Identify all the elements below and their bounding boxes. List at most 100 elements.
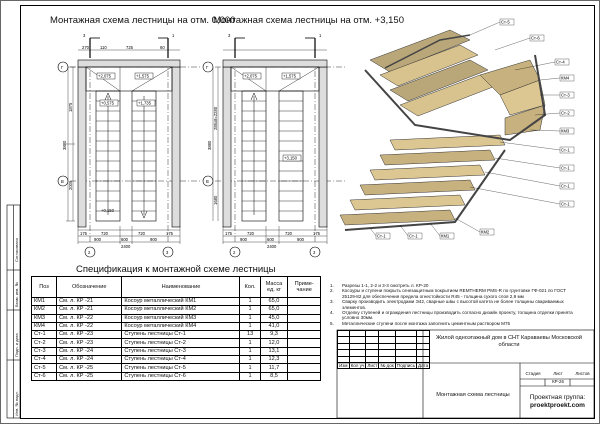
- stamp-header: Изм: [337, 361, 350, 370]
- dim-top-4: 60: [160, 45, 165, 50]
- spec-cell: Ступень лестницы Ст-1: [121, 330, 241, 340]
- note-item: 5.Металлические ступени после монтажа за…: [330, 321, 580, 326]
- dim-part-2: 600: [121, 237, 129, 242]
- section-3-mark-2: 3: [228, 33, 231, 38]
- spec-header: Кол.: [239, 276, 261, 298]
- note-text: Разрезы 1-1, 2-2 и 3-3 смотреть л. КР-20: [342, 283, 429, 288]
- dim-sub-2: 720: [101, 231, 109, 236]
- spec-cell: Ступень лестницы Ст-2: [121, 338, 241, 348]
- spec-cell: 1: [239, 338, 261, 348]
- spec-cell: 8,5: [259, 371, 289, 381]
- inner-frame: [20, 5, 595, 419]
- level-2: +1,575: [136, 74, 150, 79]
- stamp-header: № док: [378, 361, 396, 370]
- spec-cell: 13,1: [259, 346, 289, 357]
- dim-side-p2-1: 285x8=2280: [213, 106, 218, 130]
- dim-top-2: 110: [100, 45, 107, 50]
- spec-cell: 12,0: [259, 338, 289, 348]
- spec-cell: 9,3: [259, 330, 289, 340]
- dim-sub-1-2: 175: [225, 231, 233, 236]
- note-text: Сварку производить электродами Э42, свар…: [342, 299, 564, 310]
- spec-cell: Ступень лестницы Ст-3: [121, 346, 241, 357]
- note-item: 3.Сварку производить электродами Э42, св…: [330, 299, 580, 310]
- dim-sub-4: 175: [166, 231, 174, 236]
- dim-sub-3: 720: [138, 231, 146, 236]
- spec-cell: Косоур металлический КМ3: [121, 313, 241, 323]
- note-text: Металлические ступени после монтажа запо…: [342, 320, 511, 326]
- note-text: Отделку ступеней и ограждения лестницы п…: [342, 310, 573, 321]
- stamp-header: Кол уч: [348, 361, 367, 370]
- side-inv-orig: Инв. № подл.: [14, 391, 19, 416]
- dim-sub-3-2: 720: [285, 231, 293, 236]
- spec-cell: Ст-5: [30, 363, 58, 373]
- spec-cell: Косоур металлический КМ4: [121, 321, 241, 332]
- dim-side-p2-2: 1680: [213, 195, 218, 205]
- spec-cell: 65,0: [259, 296, 289, 307]
- spec-cell: Ст-4: [30, 355, 58, 365]
- iso-label: Ст-1: [561, 184, 570, 189]
- org-line-2: proektproekt.com: [530, 402, 585, 409]
- dim-side-1: 1875: [68, 102, 73, 112]
- spec-cell: КМ1: [30, 296, 58, 307]
- axis-3-label-2: 3: [313, 250, 316, 255]
- dim-part-1: 900: [94, 237, 102, 242]
- note-number: 1.: [330, 283, 334, 288]
- iso-label: Ст-2: [561, 111, 570, 116]
- spec-header: Приме-чание: [287, 276, 321, 298]
- spec-cell: См. л. КР -22: [56, 321, 123, 332]
- plan-1-labels: Г В 2 3 3 1 2400 900 600 900 175 720 720…: [61, 33, 175, 255]
- spec-header: Поз: [30, 276, 58, 298]
- dim-sub-2-2: 720: [247, 231, 255, 236]
- side-replace-inv: Взам. инв. №: [14, 282, 19, 307]
- section-1-mark-2: 1: [319, 33, 322, 38]
- spec-table: Поз Обозначение Наименование Кол. Масса …: [30, 276, 321, 381]
- stamp-header-row: Изм Кол уч Лист № док Подпись Дата: [337, 361, 431, 370]
- spec-cell: 1: [239, 371, 261, 381]
- spec-cell: 41,0: [259, 321, 289, 332]
- plan-1: [57, 37, 200, 258]
- axis-g-label: Г: [61, 65, 64, 70]
- axis-g-label-2: Г: [206, 65, 209, 70]
- spec-cell: См. л. КР -21: [56, 296, 123, 307]
- spec-cell: 12,3: [259, 355, 289, 365]
- sheets-header: Листов: [575, 371, 590, 376]
- level-p2-1: +2,075: [244, 74, 258, 79]
- iso-label: Ст-1: [561, 202, 570, 207]
- revision-stamp: Изм Кол уч Лист № док Подпись Дата: [337, 329, 431, 370]
- note-item: 1. Разрезы 1-1, 2-2 и 3-3 смотреть л. КР-…: [330, 283, 580, 288]
- spec-cell: См. л. КР -24: [56, 346, 123, 357]
- spec-cell: Ст-1: [30, 330, 58, 340]
- iso-label: КМ1: [441, 234, 450, 239]
- dim-sub-4-2: 175: [313, 231, 321, 236]
- iso-label: Ст-6: [531, 36, 540, 41]
- iso-label: КМ3: [561, 129, 570, 134]
- note-item: 4.Отделку ступеней и ограждения лестницы…: [330, 310, 580, 321]
- iso-label: Ст-1: [377, 234, 386, 239]
- spec-cell: КМ3: [30, 313, 58, 323]
- axis-2-label: 2: [88, 250, 91, 255]
- spec-cell: [287, 313, 321, 323]
- spec-cell: 1: [239, 346, 261, 357]
- dim-total: 2400: [121, 244, 131, 249]
- spec-cell: [287, 321, 321, 332]
- plan-2-title: Монтажная схема лестницы на отм. +3,150: [213, 15, 404, 26]
- side-sign-date: Подп. и дата: [14, 333, 19, 357]
- dim-top-3: 725: [126, 45, 134, 50]
- dim-total-2: 2400: [267, 244, 277, 249]
- spec-cell: 13: [239, 330, 261, 340]
- level-3: +0,575: [101, 101, 115, 106]
- iso-label: Ст-1: [561, 166, 570, 171]
- dim-part-3-2: 900: [297, 237, 305, 242]
- spec-cell: См. л. КР -22: [56, 313, 123, 323]
- dim-part-1-2: 900: [240, 237, 248, 242]
- landing-level: +0,150: [101, 208, 115, 213]
- spec-cell: 1: [239, 363, 261, 373]
- dim-part-2-2: 600: [267, 237, 275, 242]
- spec-title: Спецификация к монтажной схеме лестницы: [76, 264, 276, 275]
- iso-label: Ст-1: [409, 234, 418, 239]
